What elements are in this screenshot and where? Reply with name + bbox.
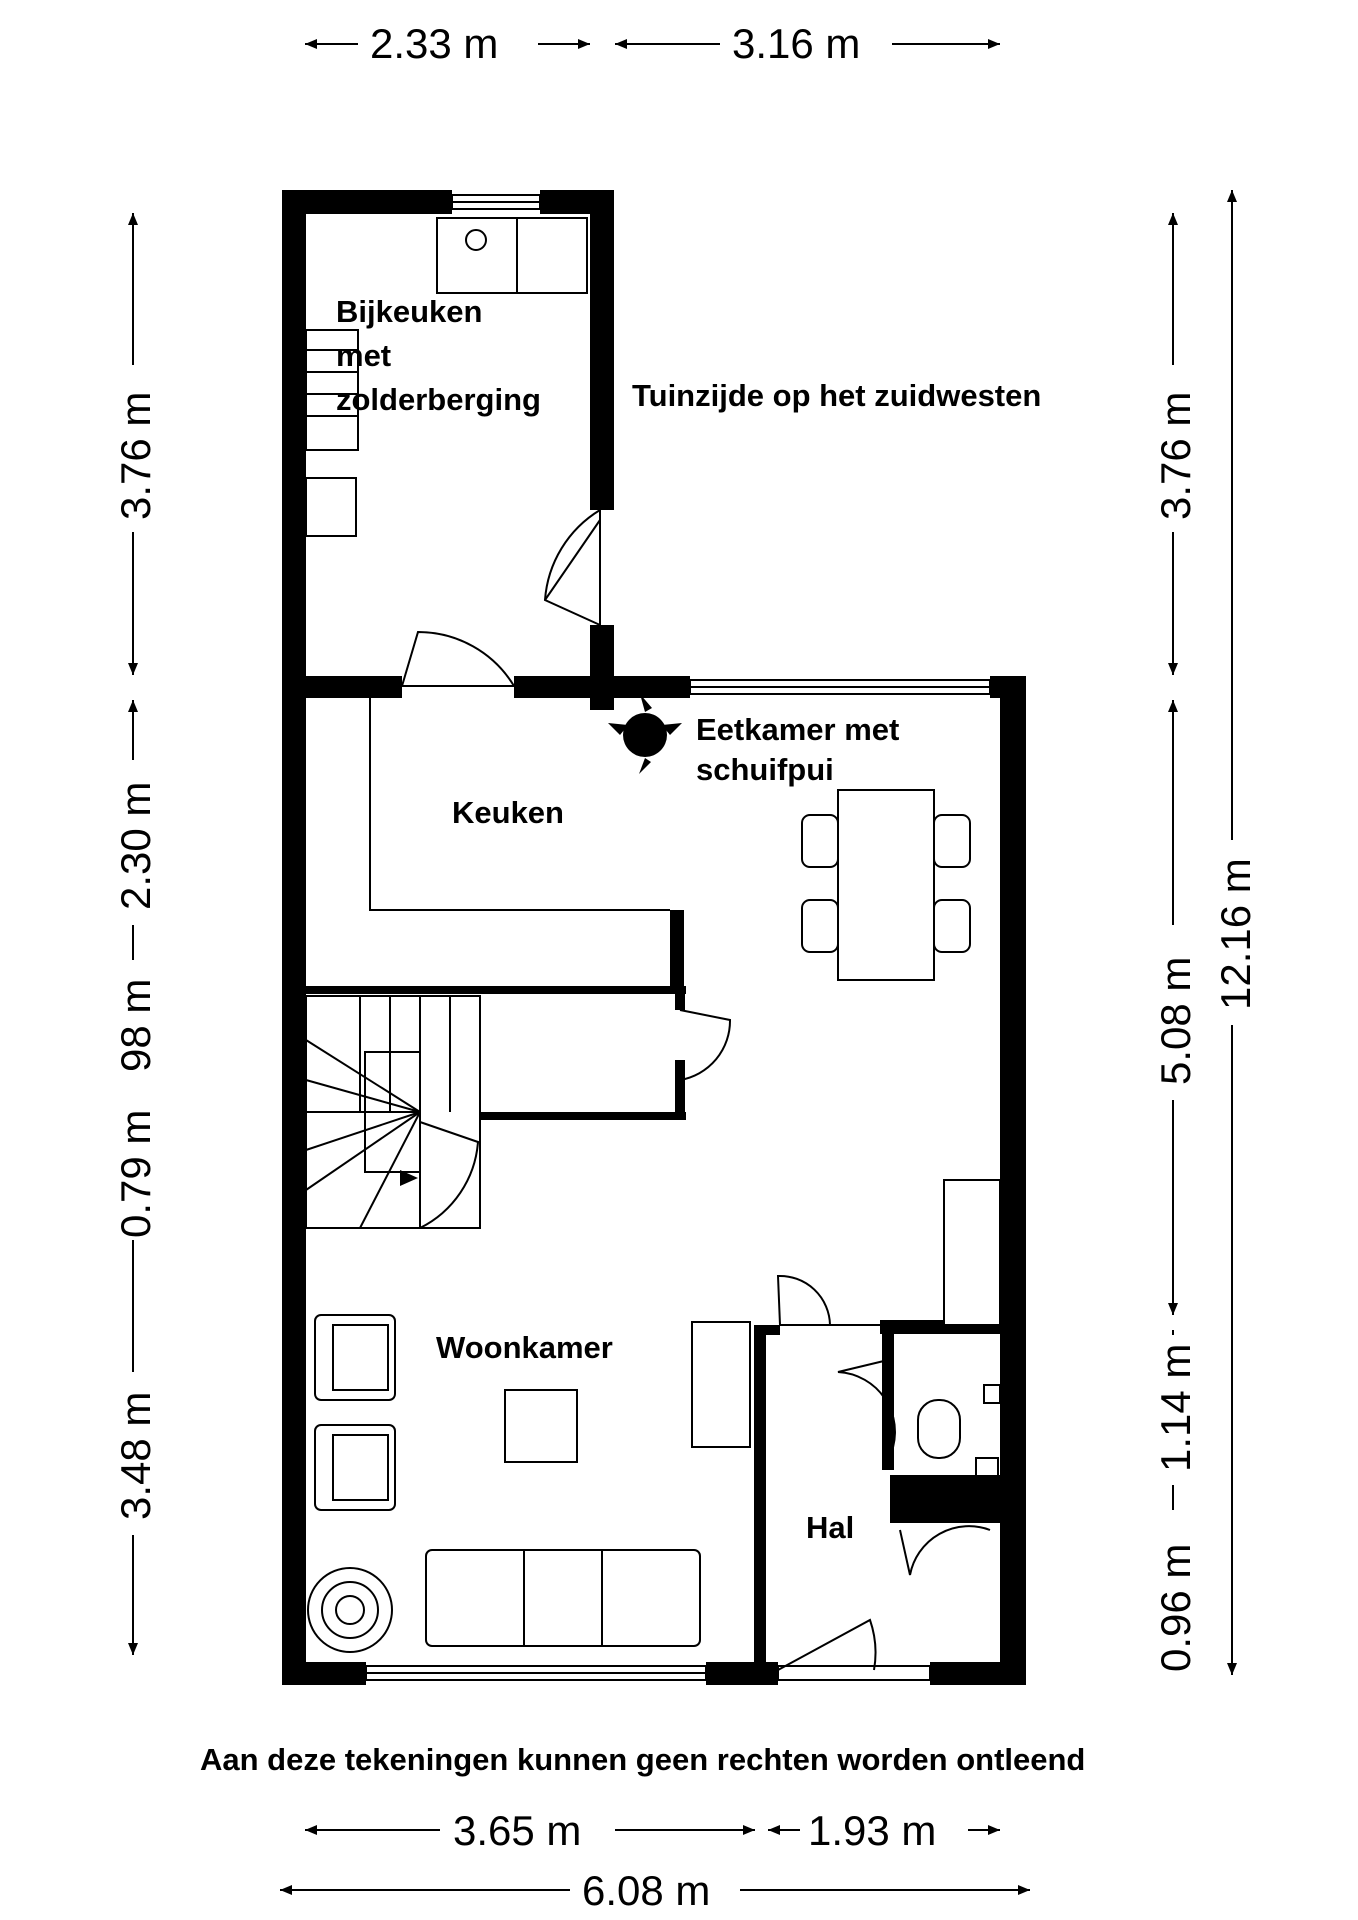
dim-right-inner-4: 0.96 m [1152, 1544, 1199, 1672]
walls [282, 190, 1026, 1685]
dim-bottom-right: 1.93 m [808, 1807, 936, 1854]
room-label-woonkamer: Woonkamer [436, 1330, 613, 1365]
orientation-note: Tuinzijde op het zuidwesten [632, 378, 1041, 413]
rug-icon [307, 1567, 393, 1653]
chair-icon [933, 814, 971, 868]
room-label-eetkamer-2: schuifpui [696, 752, 834, 787]
toilet-icon [917, 1399, 961, 1459]
dining-table [837, 789, 935, 981]
dim-right-inner-3: 1.14 m [1152, 1344, 1199, 1472]
dim-right-outer: 12.16 m [1212, 858, 1259, 1010]
dim-left-5: 3.48 m [112, 1392, 159, 1520]
right-dimensions: 3.76 m 5.08 m 1.14 m 0.96 m 12.16 m [1152, 190, 1259, 1675]
chair-icon [801, 814, 839, 868]
room-label-hal: Hal [806, 1510, 854, 1545]
coffee-table [504, 1389, 578, 1463]
chair-icon [933, 899, 971, 953]
room-label-keuken: Keuken [452, 795, 564, 830]
doors [401, 509, 991, 1671]
dim-top-right: 3.16 m [732, 20, 860, 67]
room-label-bijkeuken-2: met [336, 338, 391, 373]
sofa-icon [425, 1549, 701, 1647]
dim-right-inner-1: 3.76 m [1152, 392, 1199, 520]
room-label-eetkamer: Eetkamer met [696, 712, 899, 747]
chair-icon [801, 899, 839, 953]
room-label-bijkeuken: Bijkeuken [336, 294, 482, 329]
room-label-bijkeuken-3: zolderberging [336, 382, 541, 417]
dim-left-1: 3.76 m [112, 392, 159, 520]
plant-icon [608, 694, 682, 774]
disclaimer-note: Aan deze tekeningen kunnen geen rechten … [200, 1742, 1085, 1777]
dim-top-left: 2.33 m [370, 20, 498, 67]
armchair-icon [314, 1314, 396, 1401]
top-dimensions: 2.33 m 3.16 m [305, 20, 1000, 67]
room-labels: Bijkeuken met zolderberging Keuken Eetka… [336, 294, 899, 1545]
dim-left-4: 0.79 m [112, 1110, 159, 1238]
left-dimensions: 3.76 m 2.30 m 98 m 0.79 m 3.48 m [112, 213, 159, 1655]
furniture [305, 217, 1001, 1653]
staircase [305, 995, 481, 1229]
dim-bottom-left: 3.65 m [453, 1807, 581, 1854]
dim-left-2: 2.30 m [112, 782, 159, 910]
dim-right-inner-2: 5.08 m [1152, 957, 1199, 1085]
windows [365, 194, 991, 1681]
dryer-icon [516, 217, 588, 294]
dim-left-3: 98 m [112, 979, 159, 1072]
dim-bottom-total: 6.08 m [582, 1867, 710, 1914]
bottom-dimensions: 3.65 m 1.93 m 6.08 m [280, 1807, 1030, 1914]
armchair-icon [314, 1424, 396, 1511]
